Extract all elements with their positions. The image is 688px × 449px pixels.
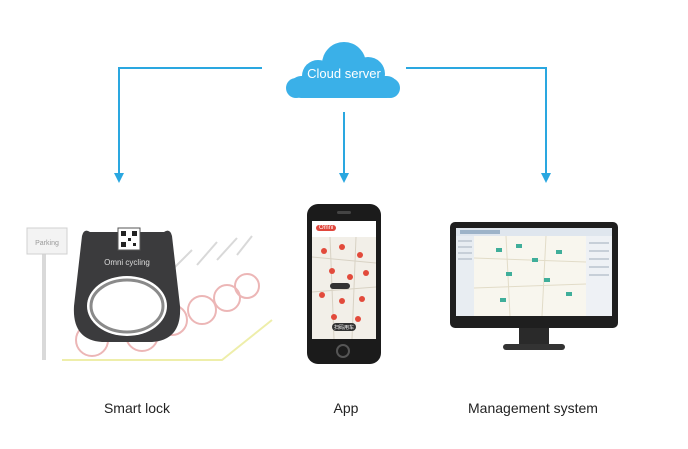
management-system-label: Management system (468, 400, 598, 416)
arrow-to-smart-lock (114, 67, 262, 183)
phone-map: 扫码用车 (312, 237, 376, 339)
svg-text:Parking: Parking (35, 240, 59, 247)
monitor-base (503, 344, 565, 350)
phone-scan-button: 扫码用车 (334, 324, 354, 331)
phone-speaker (337, 211, 351, 214)
phone-device: Omni 扫码用车 (307, 204, 381, 364)
monitor-stand (519, 328, 549, 344)
monitor-device (450, 222, 618, 328)
parking-sign: Parking (26, 227, 68, 360)
phone-screen: Omni 扫码用车 (312, 221, 376, 339)
phone-app-tag: Omni (316, 225, 337, 231)
cloud-server-label: Cloud server (307, 66, 381, 81)
lock-body: Omni cycling (73, 227, 181, 342)
phone-status-bar: Omni (312, 221, 376, 237)
app-label: App (333, 400, 359, 416)
cloud-icon (286, 42, 400, 98)
phone-home-button (336, 344, 350, 358)
smart-lock-illustration: Parking Omni cycling (26, 227, 273, 361)
management-dashboard (456, 228, 612, 316)
svg-text:Omni cycling: Omni cycling (104, 258, 150, 267)
smart-lock-label: Smart lock (103, 400, 171, 416)
monitor-screen (456, 228, 612, 316)
arrow-to-management-system (406, 67, 551, 183)
